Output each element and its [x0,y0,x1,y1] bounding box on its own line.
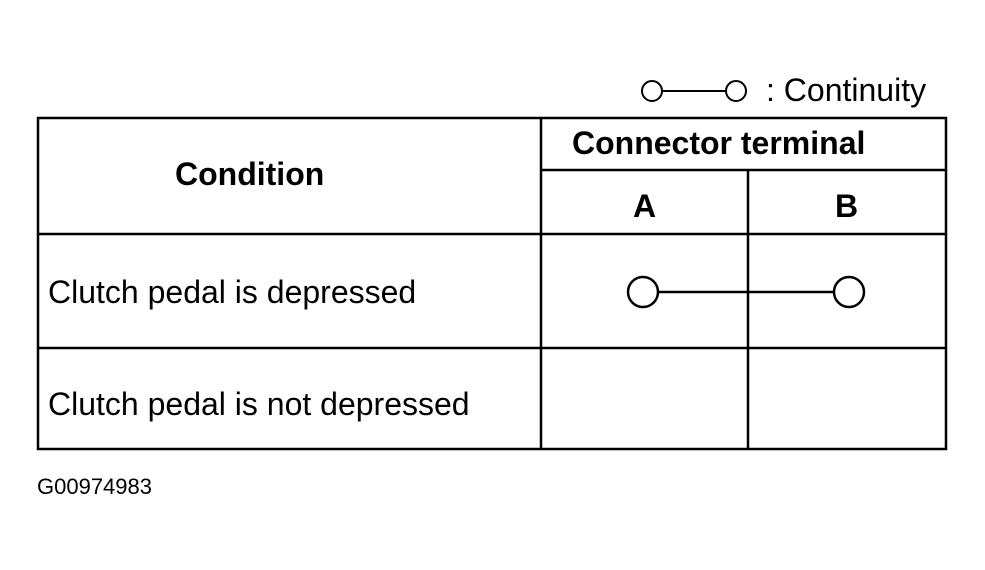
continuity-mark-row-1 [626,275,866,309]
continuity-symbol-icon [641,80,747,102]
figure-id: G00974983 [37,474,152,499]
header-condition: Condition [175,156,325,192]
header-terminal-b: B [835,188,859,224]
header-terminal-a: A [633,188,657,224]
row-1-condition: Clutch pedal is depressed [48,274,417,310]
legend: : Continuity [638,70,958,110]
legend-label: : Continuity [766,72,927,108]
header-connector-terminal: Connector terminal [572,125,866,161]
row-2-condition: Clutch pedal is not depressed [48,386,470,422]
